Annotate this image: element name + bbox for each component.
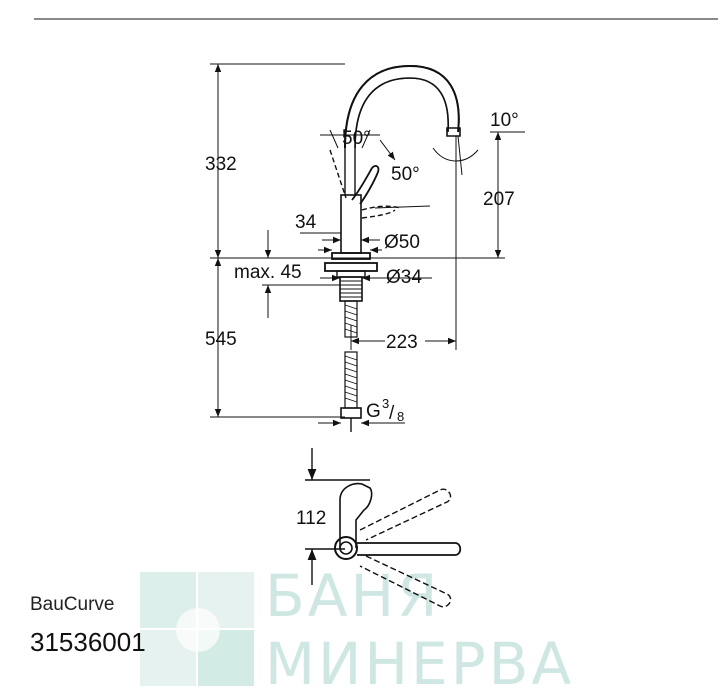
dim-reach: 223	[386, 332, 418, 353]
dim-thread-denominator: 8	[397, 409, 404, 424]
dim-body-width: 34	[295, 212, 317, 233]
dim-below-counter: 545	[205, 329, 237, 350]
dimension-lines	[210, 63, 525, 427]
dim-lever-height: 112	[296, 508, 326, 529]
dim-height-total: 332	[205, 154, 237, 175]
watermark-line1: БАНЯ	[265, 562, 440, 630]
faucet-side-view	[324, 64, 461, 432]
dim-angle-lever-top: 50°	[342, 128, 371, 149]
dim-hole-diameter: Ø34	[386, 267, 422, 288]
watermark-line2: МИНЕРВА	[265, 630, 574, 688]
dim-base-diameter: Ø50	[384, 232, 420, 253]
dim-thread-slash: /	[389, 403, 395, 424]
product-name: BauCurve	[30, 594, 115, 615]
dim-max-thickness: max. 45	[234, 262, 302, 283]
dim-thread-numerator: 3	[382, 396, 389, 411]
dim-spout-height: 207	[483, 189, 515, 210]
faucet-top-view	[305, 448, 462, 608]
product-code: 31536001	[30, 627, 146, 657]
dim-angle-lever-side: 50°	[391, 164, 420, 185]
top-rule	[34, 18, 718, 20]
dim-angle-spout: 10°	[490, 110, 519, 131]
watermark-logo	[140, 572, 254, 686]
dim-thread: G	[366, 401, 381, 422]
